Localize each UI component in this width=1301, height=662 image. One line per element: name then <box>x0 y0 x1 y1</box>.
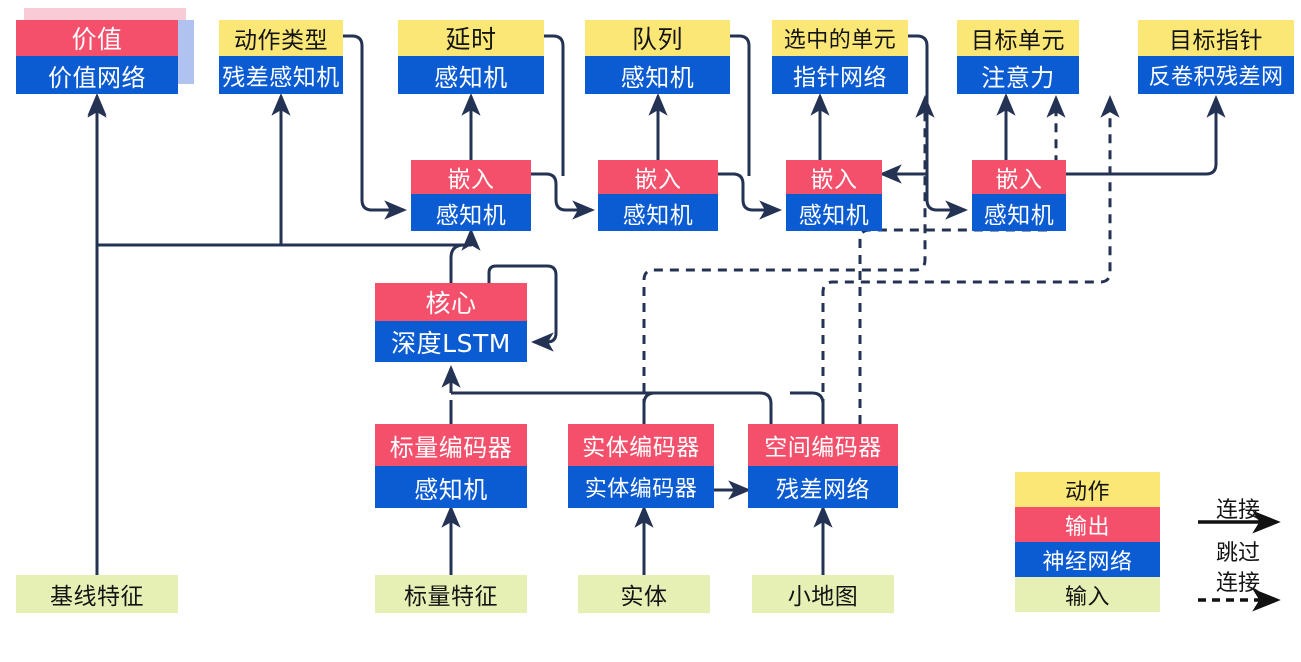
node-embed-4[interactable]: 嵌入 感知机 <box>972 160 1066 231</box>
node-embed-4-bottom: 感知机 <box>972 194 1066 231</box>
node-minimap[interactable]: 小地图 <box>752 575 894 613</box>
wire-action-type-to-embed1 <box>342 34 408 220</box>
wire-embed1-to-embed2 <box>531 172 596 220</box>
node-embed-3-top: 嵌入 <box>786 160 882 194</box>
node-scalar-encoder[interactable]: 标量编码器 感知机 <box>375 424 527 508</box>
skip-entity-to-selected <box>642 94 935 424</box>
node-entity-encoder-top: 实体编码器 <box>568 424 714 466</box>
node-action-type-top: 动作类型 <box>219 20 343 56</box>
node-delay-bottom: 感知机 <box>398 56 544 94</box>
node-embed-2-top: 嵌入 <box>598 160 718 194</box>
node-embed-1-bottom: 感知机 <box>411 194 531 231</box>
wire-spatial-to-bus <box>790 391 825 424</box>
node-entity-encoder-bottom: 实体编码器 <box>568 466 714 508</box>
node-scalar-features[interactable]: 标量特征 <box>375 575 527 613</box>
node-value-bottom: 价值网络 <box>16 56 178 94</box>
wire-embed4-to-target-pointer <box>1066 94 1226 176</box>
legend-skip-label-line1: 跳过 <box>1215 541 1260 566</box>
node-selected-units-top: 选中的单元 <box>772 20 908 56</box>
node-target-unit-top: 目标单元 <box>957 20 1079 56</box>
node-selected-units-bottom: 指针网络 <box>772 56 908 94</box>
node-target-point-top: 目标指针 <box>1138 20 1294 56</box>
node-scalar-encoder-top: 标量编码器 <box>375 424 527 466</box>
wire-entity-to-bus <box>642 391 680 424</box>
node-embed-3-bottom: 感知机 <box>786 194 882 231</box>
node-value[interactable]: 价值 价值网络 <box>16 20 178 94</box>
node-action-type[interactable]: 动作类型 残差感知机 <box>219 20 343 94</box>
node-queued[interactable]: 队列 感知机 <box>585 20 730 94</box>
legend-swatch-action: 动作 <box>1015 472 1160 507</box>
node-spatial-encoder-bottom: 残差网络 <box>748 466 898 508</box>
node-embed-1[interactable]: 嵌入 感知机 <box>411 160 531 231</box>
node-embed-4-top: 嵌入 <box>972 160 1066 194</box>
node-core-top: 核心 <box>375 283 527 321</box>
wire-embed2-to-embed3 <box>718 172 783 220</box>
node-target-unit[interactable]: 目标单元 注意力 <box>957 20 1079 94</box>
wire-queued-head-down <box>729 34 751 176</box>
node-queued-bottom: 感知机 <box>585 56 730 94</box>
node-entity-encoder[interactable]: 实体编码器 实体编码器 <box>568 424 714 508</box>
legend-swatch-network: 神经网络 <box>1015 542 1160 577</box>
legend-skip-label-line2: 连接 <box>1215 571 1260 596</box>
node-target-point[interactable]: 目标指针 反卷积残差网 <box>1138 20 1294 94</box>
node-action-type-bottom: 残差感知机 <box>219 56 343 94</box>
node-entities[interactable]: 实体 <box>578 575 710 613</box>
node-core-bottom: 深度LSTM <box>375 321 527 362</box>
node-delay-top: 延时 <box>398 20 544 56</box>
node-selected-units[interactable]: 选中的单元 指针网络 <box>772 20 908 94</box>
node-target-point-bottom: 反卷积残差网 <box>1138 56 1294 94</box>
node-embed-3[interactable]: 嵌入 感知机 <box>786 160 882 231</box>
node-queued-top: 队列 <box>585 20 730 56</box>
node-embed-1-top: 嵌入 <box>411 160 531 194</box>
node-core[interactable]: 核心 深度LSTM <box>375 283 527 362</box>
wire-encoder-bus <box>451 391 773 424</box>
node-delay[interactable]: 延时 感知机 <box>398 20 544 94</box>
node-scalar-encoder-bottom: 感知机 <box>375 466 527 508</box>
skip-spatial-to-target-unit <box>858 94 1066 424</box>
node-embed-2-bottom: 感知机 <box>598 194 718 231</box>
skip-spatial-to-target-pointer <box>821 94 1120 424</box>
node-spatial-encoder-top: 空间编码器 <box>748 424 898 466</box>
node-value-top: 价值 <box>16 20 178 56</box>
node-target-unit-bottom: 注意力 <box>957 56 1079 94</box>
legend-swatch-output: 输出 <box>1015 507 1160 542</box>
wire-delay-head-down <box>543 34 565 176</box>
legend: 动作 输出 神经网络 输入 <box>1015 472 1160 612</box>
node-baseline-features[interactable]: 基线特征 <box>16 575 178 613</box>
node-embed-2[interactable]: 嵌入 感知机 <box>598 160 718 231</box>
legend-connection-label: 连接 <box>1215 498 1260 523</box>
wire-core-to-embed1 <box>449 227 481 283</box>
legend-swatch-input: 输入 <box>1015 577 1160 612</box>
node-spatial-encoder[interactable]: 空间编码器 残差网络 <box>748 424 898 508</box>
